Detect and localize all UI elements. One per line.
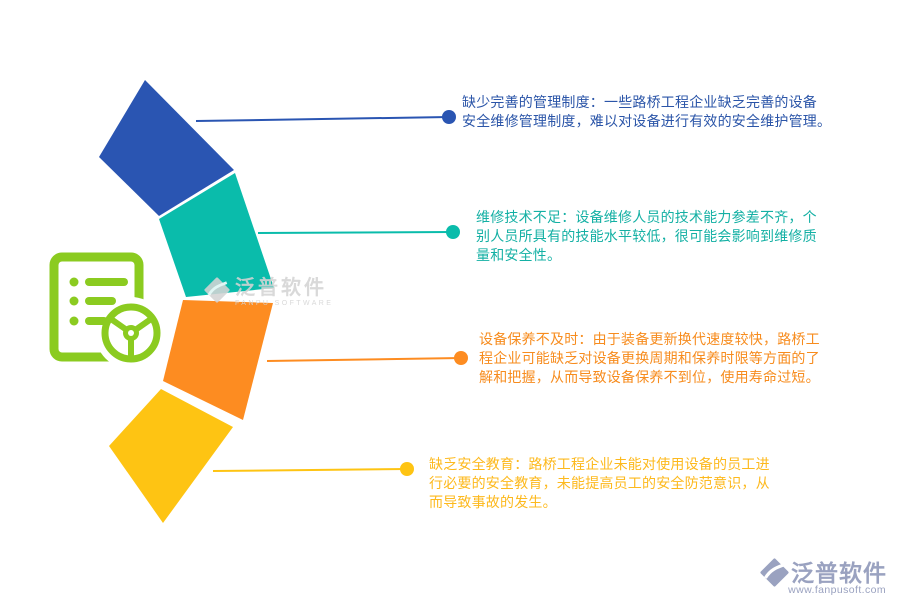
fanpu-logo-icon xyxy=(760,558,789,587)
segment-1-blue xyxy=(99,80,234,216)
segment-3-orange xyxy=(163,300,273,420)
connector-dot-1 xyxy=(442,110,456,124)
brand-name: 泛普软件 xyxy=(791,559,887,586)
footer-logo: 泛普软件 www.fanpusoft.com xyxy=(760,558,887,596)
connector-dot-4 xyxy=(400,462,414,476)
connector-line-3 xyxy=(266,357,462,362)
note-management-system: 缺少完善的管理制度：一些路桥工程企业缺乏完善的设备 安全维修管理制度，难以对设备… xyxy=(462,94,832,129)
connector-dot-3 xyxy=(454,351,468,365)
document-checklist-icon xyxy=(49,252,167,369)
brand-url: www.fanpusoft.com xyxy=(788,584,886,596)
connector-line-1 xyxy=(195,116,450,122)
connector-line-4 xyxy=(212,468,408,472)
note-safety-education: 缺乏安全教育：路桥工程企业未能对使用设备的员工进 行必要的安全教育，未能提高员工… xyxy=(429,456,770,510)
connector-line-2 xyxy=(257,231,454,234)
connector-dot-2 xyxy=(446,225,460,239)
segment-4-yellow xyxy=(109,389,233,523)
segment-2-teal xyxy=(159,173,274,297)
note-repair-skills: 维修技术不足：设备维修人员的技术能力参差不齐，个 别人员所具有的技能水平较低，很… xyxy=(476,209,817,263)
steering-wheel-icon xyxy=(101,303,161,363)
checklist-lines xyxy=(69,277,128,326)
note-maintenance-delay: 设备保养不及时：由于装备更新换代速度较快，路桥工 程企业可能缺乏对设备更换周期和… xyxy=(479,331,820,385)
